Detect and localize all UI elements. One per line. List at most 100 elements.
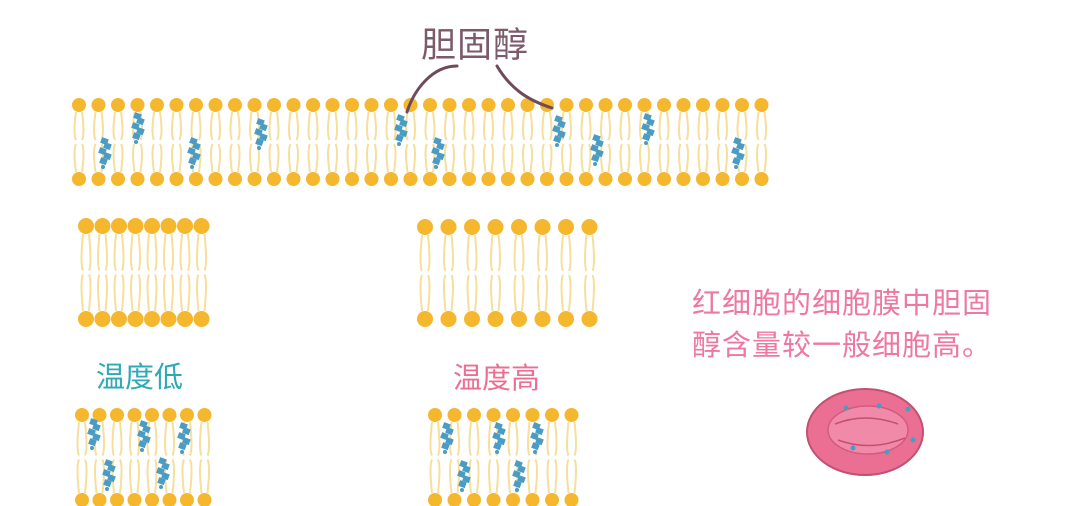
lipid-head [189,172,203,186]
lipid-tail [307,111,319,141]
lipid-head [462,98,476,112]
lipid-head [384,98,398,112]
lipid-tail [537,274,548,312]
lipid-head [462,172,476,186]
lipid-tail [502,143,514,173]
lipid-head [162,408,177,422]
lipid-head [267,98,281,112]
lipid-head [417,219,433,235]
lipid-tail [541,111,553,141]
lipid-tail [468,421,480,456]
lipid-tail [483,143,494,173]
lipid-tail [466,274,478,312]
lipid-tail [619,143,631,173]
lipid-tail [80,233,92,271]
lipid-head [345,172,359,186]
lipid-head [520,172,535,186]
lipid-tail [502,111,514,141]
cholesterol-molecule-icon [512,460,526,492]
pointer-lines [405,64,554,114]
lipid-head [440,219,457,235]
lipid-head [442,98,457,112]
lipid-tail [619,111,631,141]
lipid-tail [560,274,572,312]
lipid-head [72,98,86,112]
lipid-tail [429,421,441,456]
membrane-low-temperature [78,218,210,327]
lipid-tail [268,111,280,141]
lipid-head [657,98,671,112]
lipid-tail [561,143,572,173]
lipid-tail [196,233,207,271]
lipid-head [177,218,193,234]
lipid-head [506,408,520,422]
lipid-head [197,408,212,422]
note-line-2: 醇含量较一般细胞高。 [692,328,993,362]
lipid-head [545,408,559,422]
lipid-head [501,172,515,186]
lipid-tail [151,143,163,173]
lipid-head [486,408,501,422]
lipid-head [464,219,480,235]
lipid-head [94,218,111,234]
cholesterol-molecule-icon [102,459,116,491]
lipid-head [696,98,710,112]
lipid-tail [229,143,241,173]
lipid-head [145,493,159,506]
cholesterol-molecule-icon [137,420,151,452]
lipid-tail [163,233,174,271]
lipid-tail [93,111,104,141]
lipid-head [127,218,144,234]
lipid-head [228,98,242,112]
lipid-head [598,172,613,186]
lipid-head [306,98,320,112]
lipid-tail [76,459,88,494]
lipid-head [676,172,691,186]
lipid-tail [113,233,125,271]
lipid-head [384,172,398,186]
lipid-head [169,172,184,186]
lipid-head [417,311,433,327]
lipid-head [111,172,125,186]
lipid-tail [405,143,416,173]
lipid-tail [468,459,480,494]
lipid-head [130,98,145,112]
lipid-head [487,219,504,235]
lipid-tail [443,274,454,312]
cholesterol-molecule-icon [492,422,506,454]
lipid-head [145,408,159,422]
lipid-tail [584,274,595,312]
membrane-high-temperature [417,219,598,327]
lipid-head [144,311,160,327]
lipid-head [464,311,480,327]
cholesterol-molecule-icon [254,118,268,150]
lipid-head [193,218,210,234]
lipid-tail [490,234,501,272]
lipid-head [110,408,124,422]
lipid-head [506,493,520,506]
lipid-head [559,98,574,112]
lipid-head [715,98,730,112]
lipid-head [286,98,301,112]
lipid-tail [268,143,280,173]
lipid-head [581,311,598,327]
lipid-tail [94,459,105,494]
lipid-head [197,493,212,506]
lipid-tail [97,274,108,312]
lipid-head [189,98,203,112]
lipid-tail [113,274,125,312]
cholesterol-dot [843,405,849,411]
cholesterol-molecule-icon [431,137,445,169]
cholesterol-molecule-icon [87,418,101,450]
lipid-head [579,98,593,112]
cholesterol-molecule-icon [457,460,471,492]
lipid-head [715,172,730,186]
lipid-head [127,311,144,327]
lipid-head [735,98,749,112]
membrane-with-cholesterol-left [75,408,212,506]
lipid-tail [146,233,158,271]
lipid-head [162,493,177,506]
lipid-tail [756,143,767,173]
lipid-tail [717,143,728,173]
lipid-head [180,408,194,422]
